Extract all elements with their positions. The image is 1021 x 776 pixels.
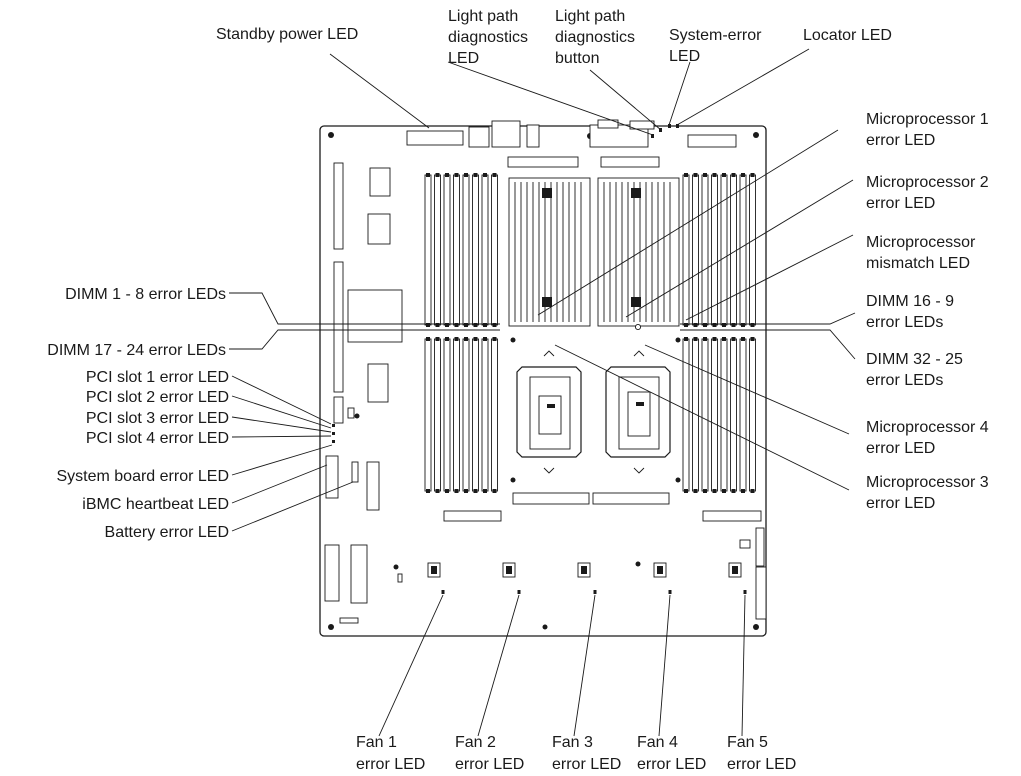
dimm-slot [453,338,460,492]
dimm-slot [730,174,737,326]
label-dimm-16-9-error-leds: DIMM 16 - 9 error LEDs [866,293,958,331]
dimm-slot [462,338,470,492]
fan-error-led [593,590,597,594]
dimm-slot [462,174,470,326]
fan-error-led [743,590,747,594]
dimm-slot [481,338,489,492]
dimm-slot [701,174,709,326]
dimm-slot [682,174,690,326]
dimm-slot [472,174,479,326]
callout-labels: Standby power LED Light path diagnostics… [47,8,993,773]
dimm-slot [434,174,441,326]
dimm-slot [443,174,451,326]
label-dimm-17-24-error-leds: DIMM 17 - 24 error LEDs [47,342,226,359]
label-ibmc-heartbeat-led: iBMC heartbeat LED [82,496,229,513]
fan-error-led [668,590,672,594]
dimm-bank-lower-right [682,337,756,493]
heat-sink-right [597,177,680,327]
heat-sink-left [508,177,591,327]
label-system-board-error-led: System board error LED [56,468,229,485]
label-dimm-32-25-error-leds: DIMM 32 - 25 error LEDs [866,351,967,389]
socket-left [516,350,582,474]
label-pci-slot-2-error-led: PCI slot 2 error LED [86,389,229,406]
pci-slots [333,162,403,424]
dimm-slot [730,338,737,492]
dimm-bank-upper-right [682,173,756,327]
lower-connectors [324,455,767,624]
rear-connectors [406,119,737,168]
label-fan-1-error-led: Fan 1 error LED [356,734,425,773]
label-fan-2-error-led: Fan 2 error LED [455,734,524,773]
label-dimm-1-8-error-leds: DIMM 1 - 8 error LEDs [65,286,226,303]
dimm-slot [424,338,432,492]
label-locator-led: Locator LED [803,27,892,44]
label-battery-error-led: Battery error LED [105,524,229,541]
socket-right [605,350,671,474]
dimm-slot [472,338,479,492]
dimm-slot [443,338,451,492]
dimm-slot [739,174,747,326]
label-microprocessor-2-error-led: Microprocessor 2 error LED [866,174,993,212]
label-pci-slot-1-error-led: PCI slot 1 error LED [86,369,229,386]
dimm-bank-lower-left [424,337,498,493]
label-pci-slot-4-error-led: PCI slot 4 error LED [86,430,229,447]
leader-lines [229,48,856,737]
dimm-slot [749,338,756,492]
dimm-slot [739,338,747,492]
dimm-slot [491,174,498,326]
dimm-slot [701,338,709,492]
label-fan-5-error-led: Fan 5 error LED [727,734,796,773]
dimm-slot [491,338,498,492]
label-standby-power-led: Standby power LED [216,26,358,43]
dimm-slot [749,174,756,326]
dimm-slot [692,174,699,326]
label-system-error-led: System-error LED [669,27,766,65]
dimm-slot [711,338,718,492]
fan-error-led [517,590,521,594]
label-microprocessor-mismatch-led: Microprocessor mismatch LED [866,234,980,272]
fan-error-led [441,590,445,594]
dimm-slot [481,174,489,326]
dimm-slot [424,174,432,326]
label-fan-3-error-led: Fan 3 error LED [552,734,621,773]
dimm-slot [453,174,460,326]
label-microprocessor-3-error-led: Microprocessor 3 error LED [866,474,993,512]
label-pci-slot-3-error-led: PCI slot 3 error LED [86,410,229,427]
label-light-path-diagnostics-led: Light path diagnostics LED [448,8,533,67]
fan-connectors [427,562,747,594]
label-microprocessor-1-error-led: Microprocessor 1 error LED [866,111,993,149]
dimm-slot [711,174,718,326]
dimm-slot [720,338,728,492]
dimm-bank-upper-left [424,173,498,327]
label-microprocessor-4-error-led: Microprocessor 4 error LED [866,419,993,457]
label-fan-4-error-led: Fan 4 error LED [637,734,706,773]
label-light-path-diagnostics-button: Light path diagnostics button [555,8,640,67]
dimm-slot [434,338,441,492]
dimm-slot [720,174,728,326]
